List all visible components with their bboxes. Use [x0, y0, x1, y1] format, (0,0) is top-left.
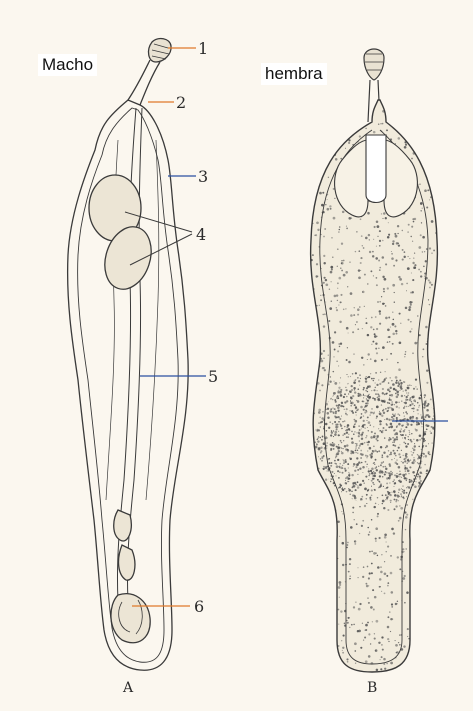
panel-letter-a: A	[122, 680, 134, 696]
male-proboscis	[128, 39, 171, 105]
male-bursa	[111, 594, 150, 643]
callout-4: 4	[196, 225, 206, 244]
female-specimen	[300, 49, 450, 680]
male-title: Macho	[38, 54, 97, 76]
callout-5: 5	[208, 367, 218, 386]
callout-1: 1	[198, 39, 208, 58]
male-specimen	[68, 39, 189, 671]
callout-6: 6	[194, 597, 204, 616]
female-title: hembra	[261, 63, 327, 85]
callout-3: 3	[198, 167, 208, 186]
callout-2: 2	[176, 93, 186, 112]
panel-letter-b: B	[367, 680, 377, 696]
